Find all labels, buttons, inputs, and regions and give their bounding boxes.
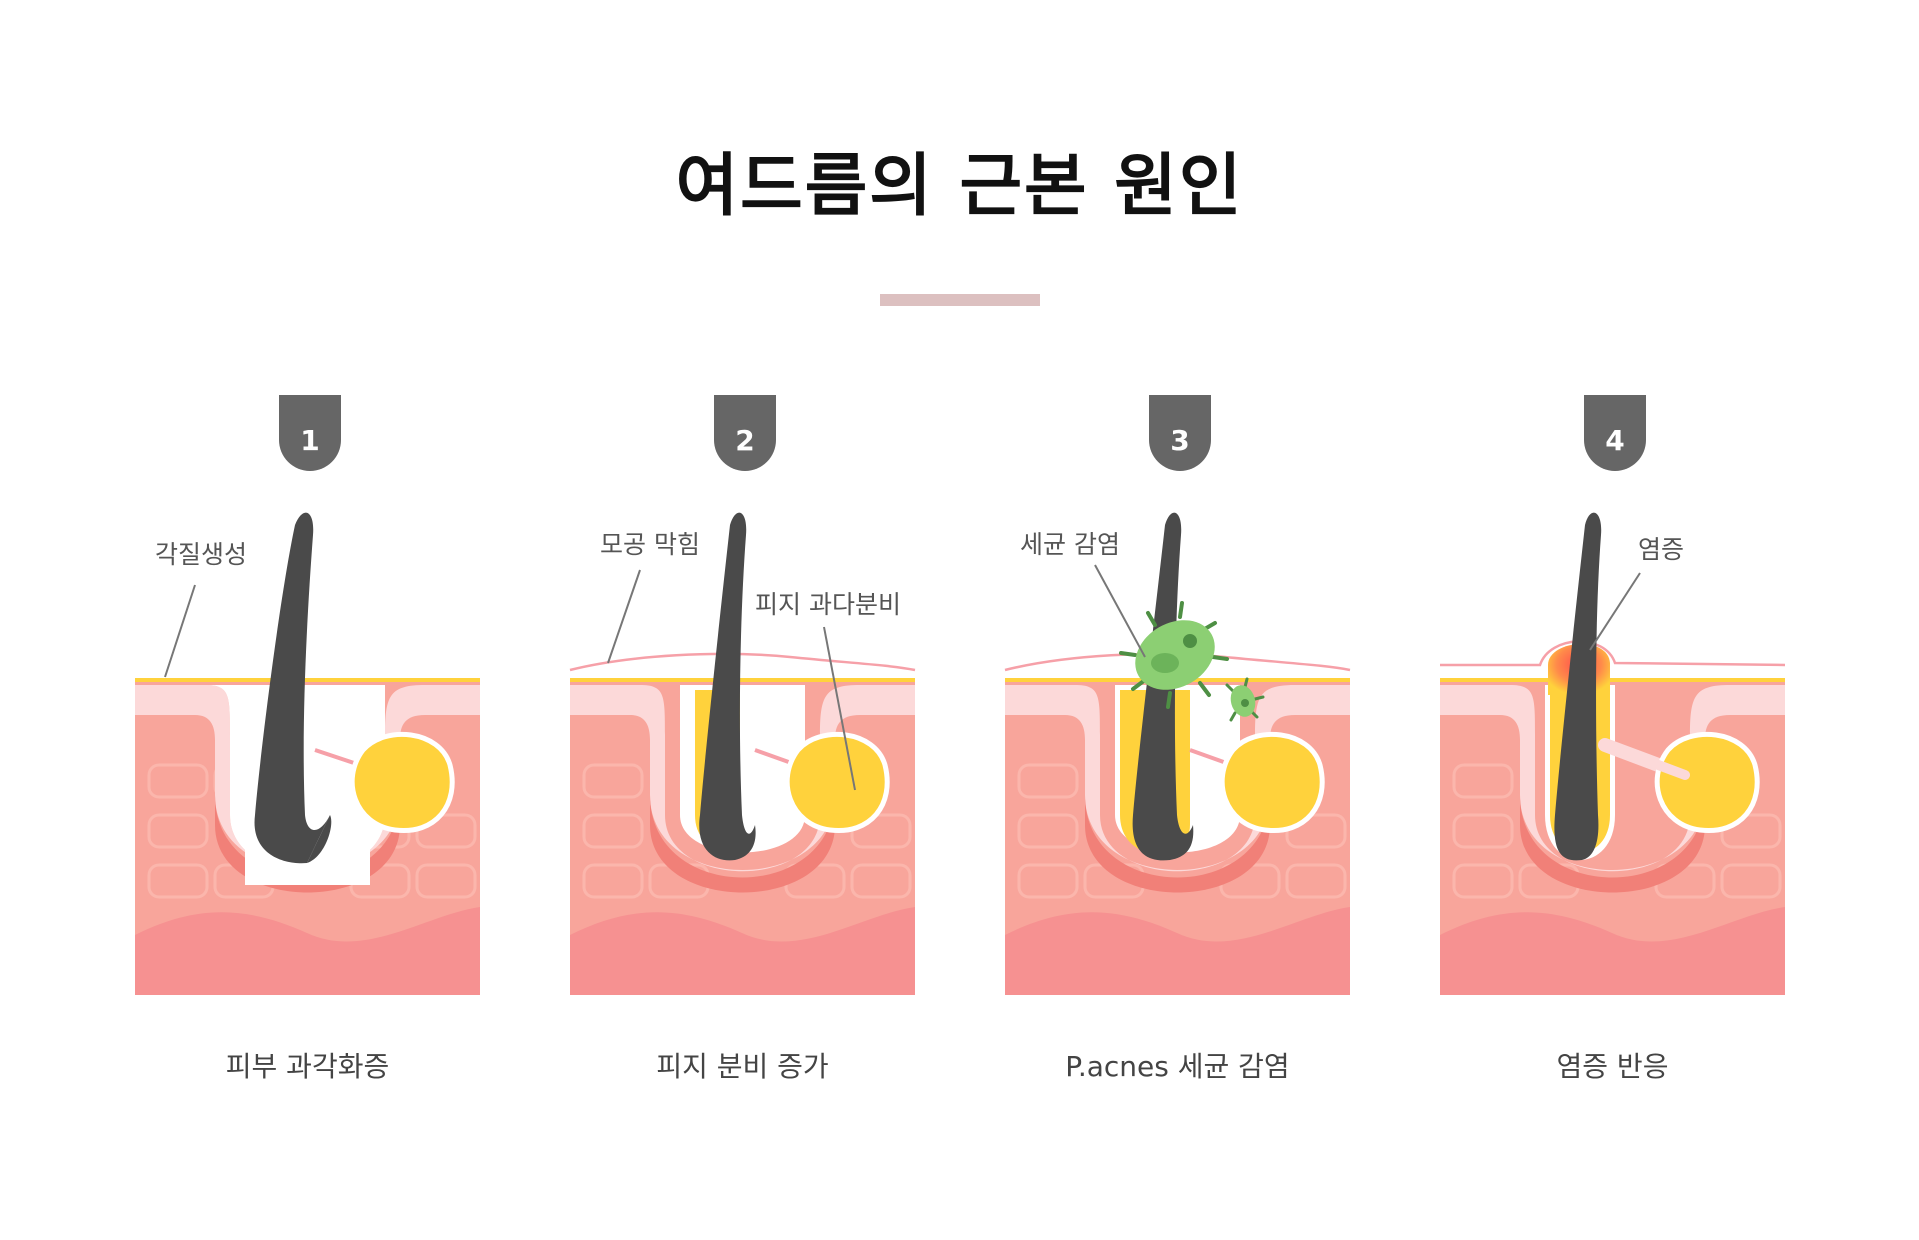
dermis-layer <box>570 907 915 995</box>
cell-pattern <box>582 763 912 899</box>
callout-line <box>164 584 196 678</box>
step-2-panel: 2 모공 막힘 피지 과다분비 피지 분비 증가 <box>569 395 916 1095</box>
step-3-illustration <box>1004 512 1351 995</box>
pore-shadow <box>1520 795 1705 893</box>
pore-shadow <box>650 795 835 893</box>
callout-line <box>1589 572 1641 651</box>
step-badge: 4 <box>1584 395 1646 471</box>
callout-line <box>1094 564 1146 658</box>
sebaceous-gland <box>349 731 455 834</box>
callout-label: 피지 과다분비 <box>755 590 901 619</box>
sebaceous-gland <box>1654 731 1760 834</box>
page-title: 여드름의 근본 원인 <box>675 147 1244 226</box>
dermis-layer <box>1005 907 1350 995</box>
step-badge: 3 <box>1149 395 1211 471</box>
step-2-illustration <box>569 512 916 995</box>
pore-lining <box>570 685 915 872</box>
step-1-illustration <box>135 512 480 995</box>
callout-line-1 <box>607 569 641 664</box>
callout-label: 모공 막힘 <box>600 530 700 559</box>
dermis-layer <box>1440 907 1785 995</box>
step-badge: 2 <box>714 395 776 471</box>
step-caption: 피부 과각화증 <box>225 1050 390 1083</box>
step-badge: 1 <box>279 395 341 471</box>
bacteria-small <box>1225 677 1265 722</box>
step-3-panel: 3 세균 감염 P.acnes 세균 감염 <box>1004 395 1351 1095</box>
title-divider <box>880 294 1040 306</box>
pore-lining <box>1005 685 1350 872</box>
pore-shadow <box>1085 795 1270 893</box>
step-1-panel: 1 각질생성 피부 과각화증 <box>135 395 480 1095</box>
dermis-layer <box>135 907 480 995</box>
hair-strand <box>1554 512 1602 861</box>
callout-label: 각질생성 <box>155 540 248 569</box>
sebaceous-gland <box>1219 731 1325 834</box>
callout-line-2 <box>823 626 856 791</box>
step-caption: P.acnes 세균 감염 <box>1065 1050 1290 1083</box>
sebaceous-gland <box>784 731 890 834</box>
step-4-panel: 4 염증 염증 반응 <box>1440 395 1786 1095</box>
swollen-surface <box>1440 640 1786 667</box>
callout-label: 염증 <box>1638 535 1685 564</box>
hair-strand <box>254 512 330 864</box>
callout-label: 세균 감염 <box>1020 530 1120 559</box>
pore-lining <box>1440 685 1785 872</box>
clogged-surface <box>569 652 916 672</box>
pore-lining <box>135 685 480 872</box>
step-4-illustration <box>1440 512 1786 995</box>
bacteria-large <box>1119 601 1229 709</box>
cell-pattern <box>1452 763 1782 899</box>
hair-strand <box>699 512 756 861</box>
step-caption: 염증 반응 <box>1556 1050 1669 1083</box>
step-caption: 피지 분비 증가 <box>656 1050 829 1083</box>
